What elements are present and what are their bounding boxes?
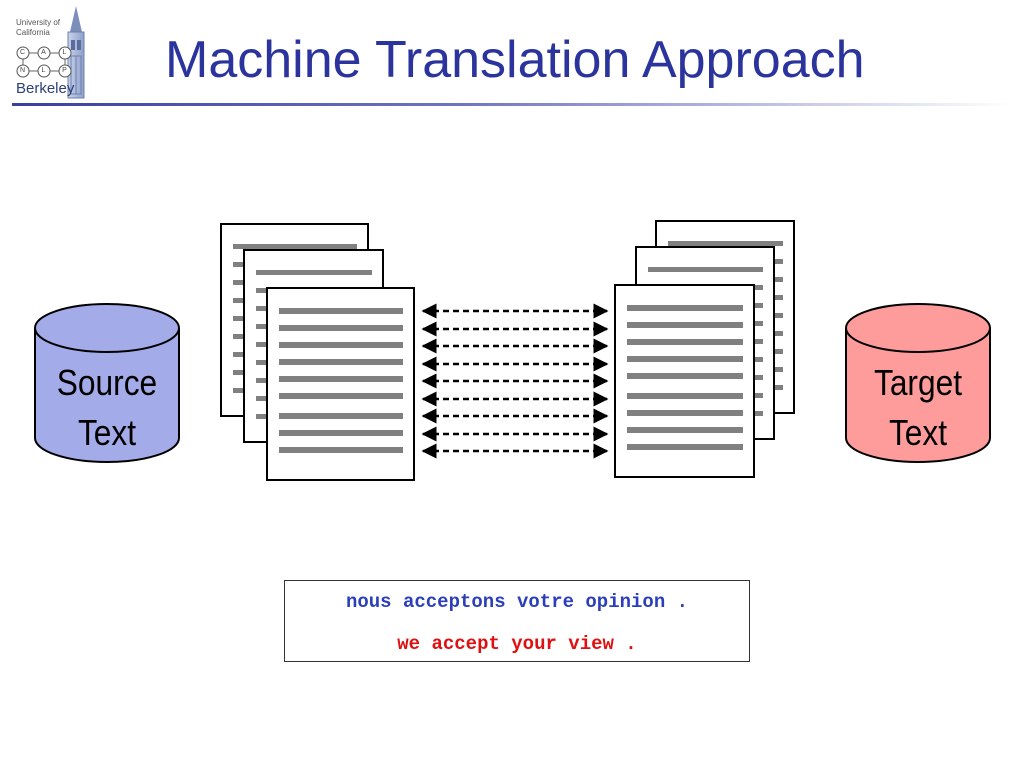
target-db-label-line1: Target xyxy=(873,362,963,403)
example-sentence-box: nous acceptons votre opinion . we accept… xyxy=(284,580,750,662)
target-db-label: Target Text xyxy=(856,358,979,458)
target-db-label-line2: Text xyxy=(888,412,948,453)
source-document-front xyxy=(266,287,415,481)
source-database-icon xyxy=(34,303,180,463)
logo-letter: P xyxy=(62,67,67,74)
logo-letter: L xyxy=(62,49,67,56)
source-db-label-line2: Text xyxy=(77,412,137,453)
title-underline xyxy=(12,103,1012,106)
french-sentence: nous acceptons votre opinion . xyxy=(345,591,689,613)
logo-letter: L xyxy=(41,67,46,74)
logo-letter: C xyxy=(19,49,26,56)
logo-california: California xyxy=(16,28,50,37)
logo-letter: N xyxy=(19,67,26,74)
slide-title: Machine Translation Approach xyxy=(165,31,865,89)
source-db-label: Source Text xyxy=(45,358,168,458)
target-document-front xyxy=(614,284,755,478)
source-db-label-line1: Source xyxy=(56,362,158,403)
source-document-stack xyxy=(220,223,415,481)
berkeley-logo: University of California C A L N L P Ber… xyxy=(10,4,94,102)
logo-berkeley: Berkeley xyxy=(16,80,75,97)
logo-university: University of xyxy=(16,18,61,27)
target-database-icon xyxy=(845,303,991,463)
alignment-arrows xyxy=(421,303,609,459)
english-sentence: we accept your view . xyxy=(397,633,637,655)
logo-letter: A xyxy=(41,49,46,56)
campanile-icon xyxy=(16,6,85,99)
target-document-stack xyxy=(614,220,795,478)
